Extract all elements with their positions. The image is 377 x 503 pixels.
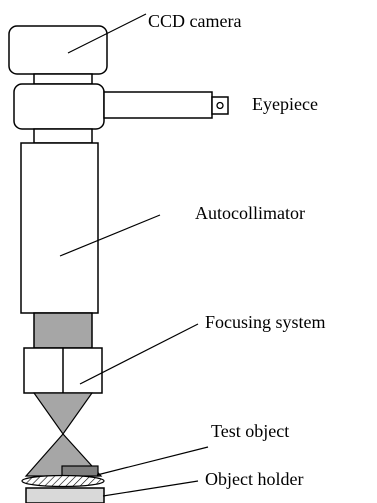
- label-ccd-camera: CCD camera: [148, 11, 241, 31]
- label-focusing-system: Focusing system: [205, 312, 326, 332]
- eyepiece-arm: [103, 91, 213, 119]
- eyepiece-housing: [13, 83, 105, 130]
- hatched-stage: [21, 474, 105, 488]
- leader-line-test-object: [96, 446, 209, 476]
- upper-cone: [32, 392, 94, 436]
- label-object-holder: Object holder: [205, 469, 303, 489]
- label-eyepiece: Eyepiece: [252, 94, 318, 114]
- head-neck: [33, 128, 93, 144]
- label-autocollimator: Autocollimator: [195, 203, 305, 223]
- object-holder: [25, 487, 105, 503]
- leader-line-object-holder: [102, 480, 199, 497]
- leader-line-autocollimator: [59, 214, 161, 257]
- leader-line-ccd-camera: [67, 13, 147, 54]
- ccd-camera: [8, 25, 108, 75]
- leader-line-focusing-system: [79, 323, 199, 385]
- label-test-object: Test object: [211, 421, 289, 441]
- camera-adapter: [33, 73, 93, 85]
- autocollimator-tube: [20, 142, 99, 314]
- gray-tube: [33, 312, 93, 349]
- eyepiece-lens: [216, 101, 224, 110]
- test-object: [61, 465, 99, 477]
